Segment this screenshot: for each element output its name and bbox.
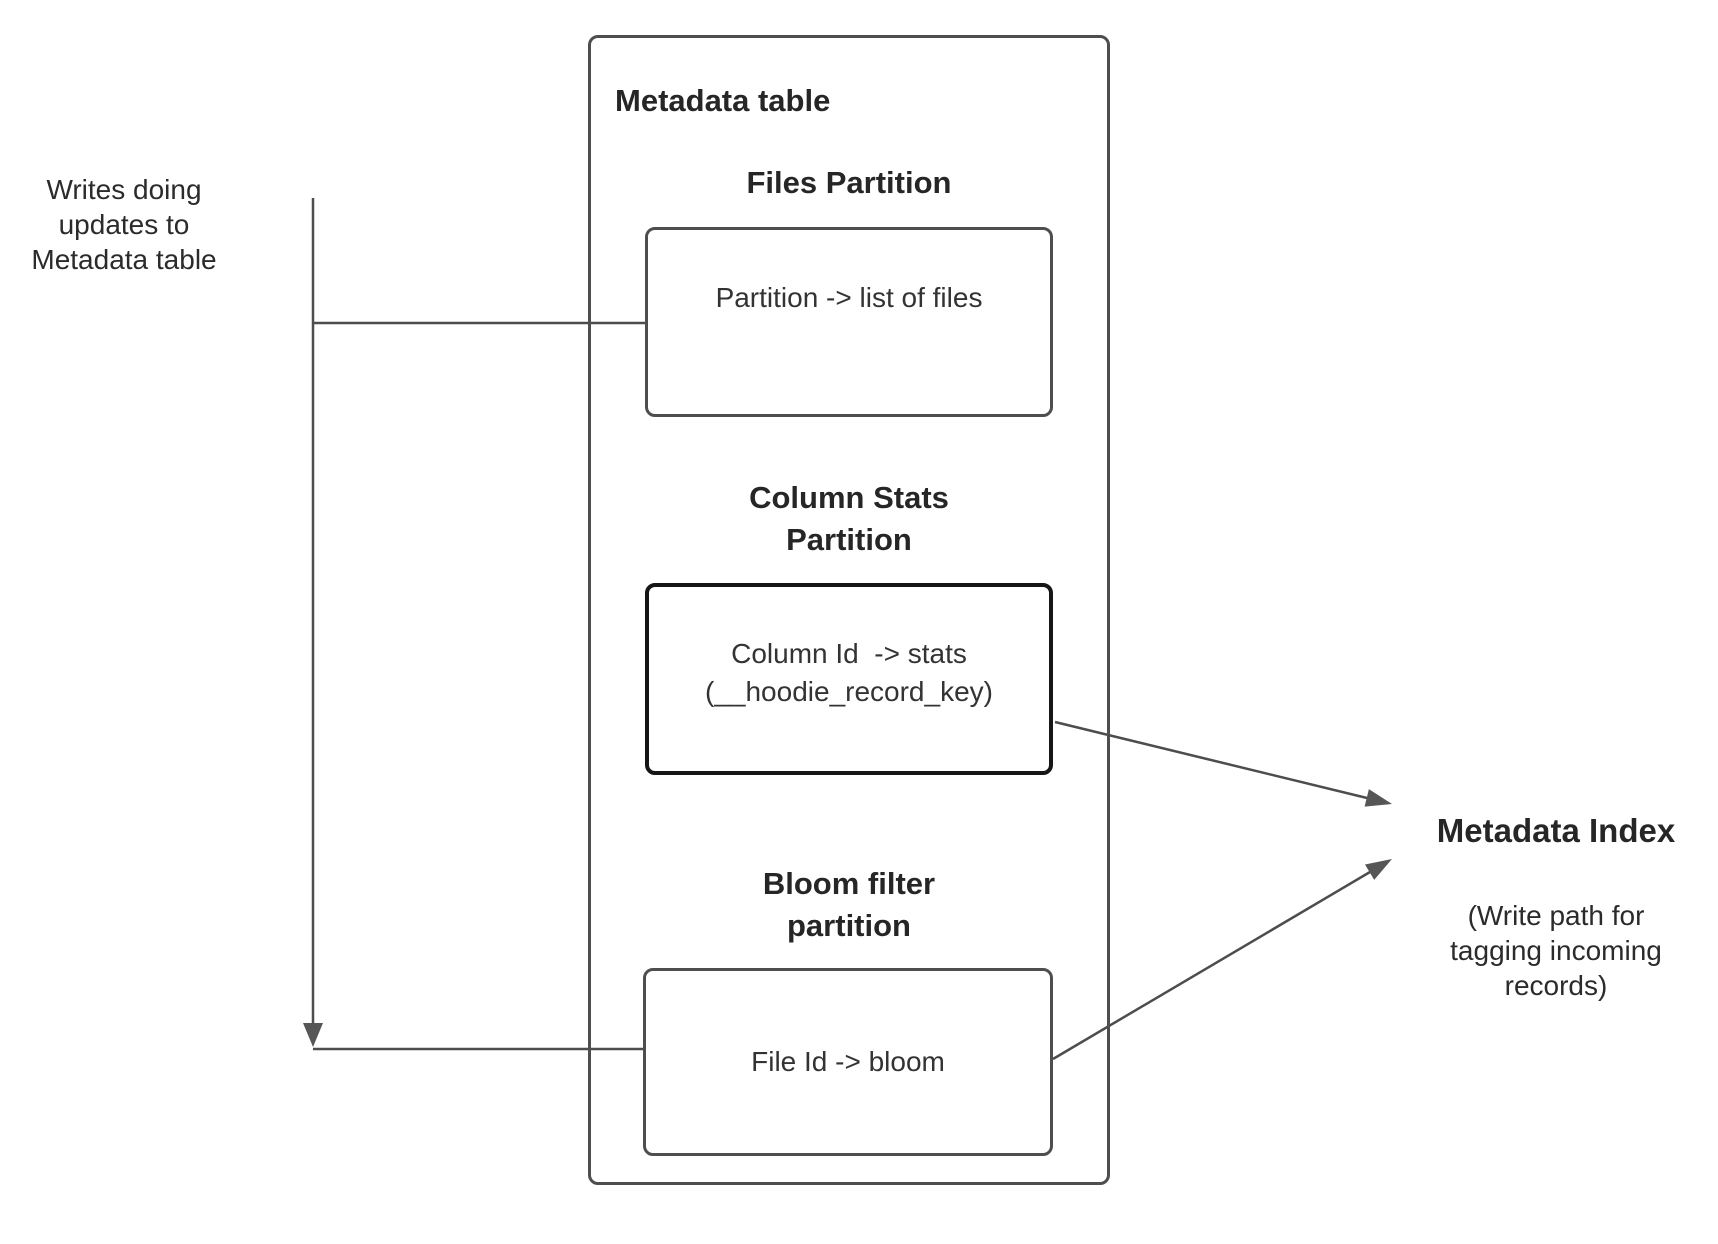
column-stats-partition-heading: Column Stats Partition: [749, 480, 949, 557]
bloom-filter-partition-box-text: File Id -> bloom: [751, 1046, 945, 1077]
column-stats-partition-box: Column Id -> stats (__hoodie_record_key): [645, 583, 1053, 775]
writes-note-label: Writes doing updates to Metadata table: [31, 174, 217, 275]
files-partition-heading: Files Partition: [746, 165, 952, 200]
bloom-to-index-arrowhead-icon: [1365, 859, 1392, 880]
bloom-filter-partition-heading: Bloom filter partition: [762, 866, 936, 943]
metadata-table-title: Metadata table: [615, 83, 831, 118]
column-stats-partition-box-text: Column Id -> stats (__hoodie_record_key): [705, 638, 993, 707]
files-partition-box-text: Partition -> list of files: [715, 282, 983, 313]
stats-to-index-arrowhead-icon: [1364, 789, 1392, 807]
metadata-table-box: [588, 35, 1110, 1185]
writes-down-arrowhead-icon: [303, 1023, 323, 1047]
metadata-index-subtitle: (Write path for tagging incoming records…: [1450, 900, 1662, 1001]
bloom-filter-partition-box: File Id -> bloom: [643, 968, 1053, 1156]
metadata-index-title: Metadata Index: [1436, 812, 1676, 849]
files-partition-box: Partition -> list of files: [645, 227, 1053, 417]
